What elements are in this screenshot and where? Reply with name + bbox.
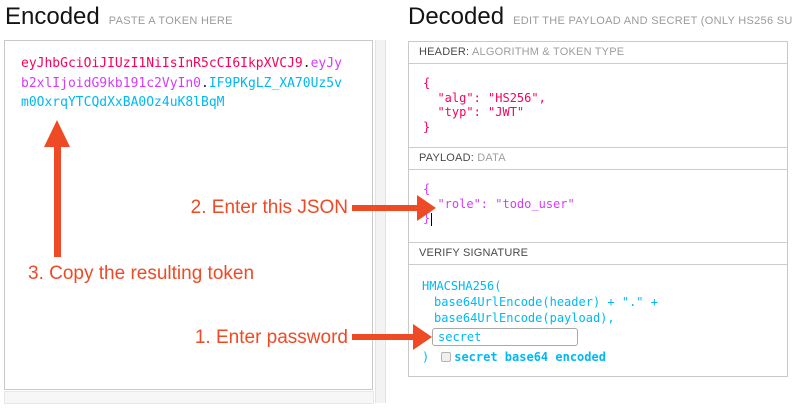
- token-header-segment: eyJhbGciOiJIUzI1NiIsInR5cCI6IkpXVCJ9: [21, 56, 303, 71]
- step-3-arrow-icon: [44, 120, 70, 147]
- signature-label-primary: VERIFY SIGNATURE: [419, 247, 529, 259]
- secret-input[interactable]: [432, 328, 578, 346]
- encoded-horizontal-scrollbar[interactable]: [4, 391, 374, 404]
- token-payload-segment: eyJyb2xlIjoidG9kb191c2VyIn0: [21, 56, 342, 91]
- signature-section-label: VERIFY SIGNATURE: [409, 243, 787, 265]
- payload-label-detail: DATA: [477, 152, 506, 164]
- token-separator-1: .: [302, 56, 311, 71]
- annotation-step-3: 3. Copy the resulting token: [28, 263, 255, 284]
- signature-encode-header-line: base64UrlEncode(header) + "." +: [434, 295, 658, 309]
- step-3-arrow-shaft: [54, 147, 61, 257]
- decoded-title: Decoded: [408, 3, 505, 30]
- header-label-detail: ALGORITHM & TOKEN TYPE: [471, 46, 625, 58]
- base64-encoded-checkbox[interactable]: [441, 352, 452, 362]
- token-signature-segment: IF9PKgLZ_XA70Uz5vm0OxrqYTCQdXxBA0Oz4uK8l…: [21, 75, 342, 111]
- annotation-step-2: 2. Enter this JSON: [190, 197, 348, 218]
- header-json: { "alg": "HS256", "typ": "JWT" }: [423, 76, 546, 134]
- decoded-heading: Decoded EDIT THE PAYLOAD AND SECRET (ONLY…: [408, 3, 793, 31]
- decoded-subtitle: EDIT THE PAYLOAD AND SECRET (ONLY HS256 …: [513, 15, 793, 27]
- token-separator-2: .: [201, 75, 209, 91]
- header-label-primary: HEADER:: [419, 46, 470, 58]
- header-section-label: HEADER: ALGORITHM & TOKEN TYPE: [409, 42, 787, 64]
- encoded-subtitle: PASTE A TOKEN HERE: [108, 15, 233, 27]
- base64-row: ) secret base64 encoded: [422, 349, 787, 365]
- encoded-token-textarea[interactable]: eyJhbGciOiJIUzI1NiIsInR5cCI6IkpXVCJ9.eyJ…: [4, 40, 373, 390]
- signature-closing-paren: ): [422, 350, 430, 364]
- signature-block: HMACSHA256( base64UrlEncode(header) + ".…: [409, 265, 787, 377]
- header-json-block: { "alg": "HS256", "typ": "JWT" }: [409, 64, 787, 148]
- payload-label-primary: PAYLOAD:: [419, 152, 474, 164]
- annotation-step-1: 1. Enter password: [194, 327, 348, 348]
- step-2-arrow-shaft: [352, 205, 418, 211]
- secret-row: [432, 328, 787, 346]
- payload-json-block[interactable]: { "role": "todo_user" }: [409, 170, 787, 243]
- step-1-arrow-shaft: [352, 334, 414, 340]
- base64-checkbox-label[interactable]: secret base64 encoded: [454, 350, 606, 364]
- signature-algorithm-line: HMACSHA256(: [422, 279, 502, 293]
- payload-json-editor[interactable]: { "role": "todo_user" }: [423, 182, 575, 225]
- encoded-heading: Encoded PASTE A TOKEN HERE: [5, 3, 233, 31]
- step-2-arrow-icon: [417, 195, 436, 221]
- step-1-arrow-icon: [413, 324, 432, 350]
- decoded-panel: HEADER: ALGORITHM & TOKEN TYPE { "alg": …: [408, 41, 788, 377]
- payload-section-label: PAYLOAD: DATA: [409, 148, 787, 170]
- signature-encode-payload-line: base64UrlEncode(payload),: [434, 311, 615, 325]
- panel-divider-scrollbar[interactable]: [375, 40, 386, 403]
- encoded-title: Encoded: [5, 3, 100, 30]
